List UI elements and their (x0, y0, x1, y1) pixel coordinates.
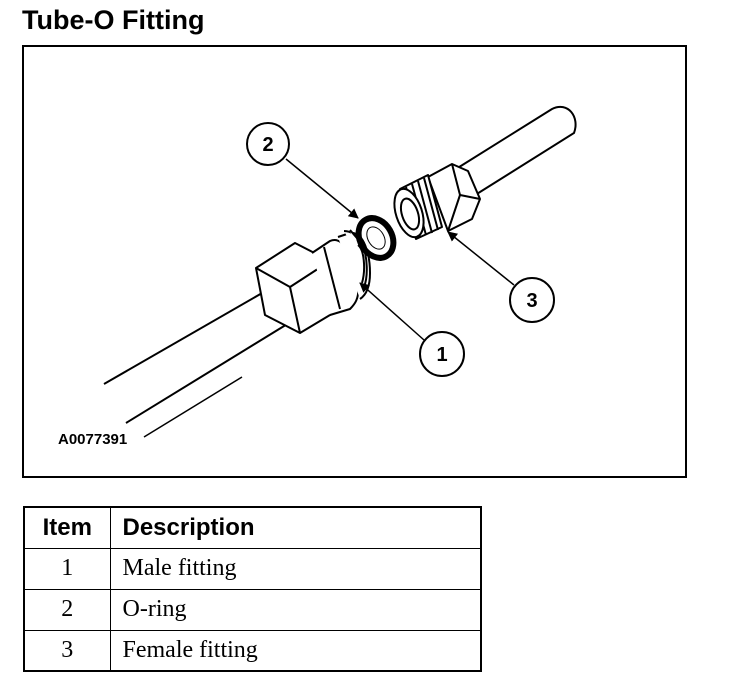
item-number: 2 (23, 588, 111, 631)
item-description: Male fitting (109, 547, 482, 590)
item-column-header: Item (23, 506, 111, 549)
callout-1-label: 1 (436, 344, 447, 366)
figure-code-leader (143, 376, 243, 438)
callout-2-label: 2 (262, 134, 273, 156)
table-row: 2 O-ring (23, 588, 482, 631)
table-row: 1 Male fitting (23, 547, 482, 590)
tube-o-fitting-illustration: 2 1 3 A0077391 (58, 106, 577, 448)
legend-table: Item Description 1 Male fitting 2 O-ring… (23, 506, 482, 672)
male-fitting (255, 229, 371, 334)
item-description: Female fitting (109, 629, 482, 672)
callout-3-label: 3 (526, 290, 537, 312)
item-number: 1 (23, 547, 111, 590)
table-row: 3 Female fitting (23, 629, 482, 672)
male-tube (103, 276, 303, 424)
diagram-figure: 2 1 3 A0077391 (22, 45, 687, 478)
item-number: 3 (23, 629, 111, 672)
item-description: O-ring (109, 588, 482, 631)
page-title: Tube-O Fitting (22, 5, 205, 35)
legend-header-row: Item Description (23, 506, 482, 549)
o-ring (355, 215, 397, 261)
callout-1: 1 (359, 282, 465, 377)
figure-code: A0077391 (58, 431, 127, 448)
callout-2: 2 (246, 122, 359, 219)
female-tube (455, 106, 577, 198)
description-column-header: Description (109, 506, 482, 549)
female-fitting (393, 163, 481, 240)
callout-3: 3 (447, 231, 555, 323)
